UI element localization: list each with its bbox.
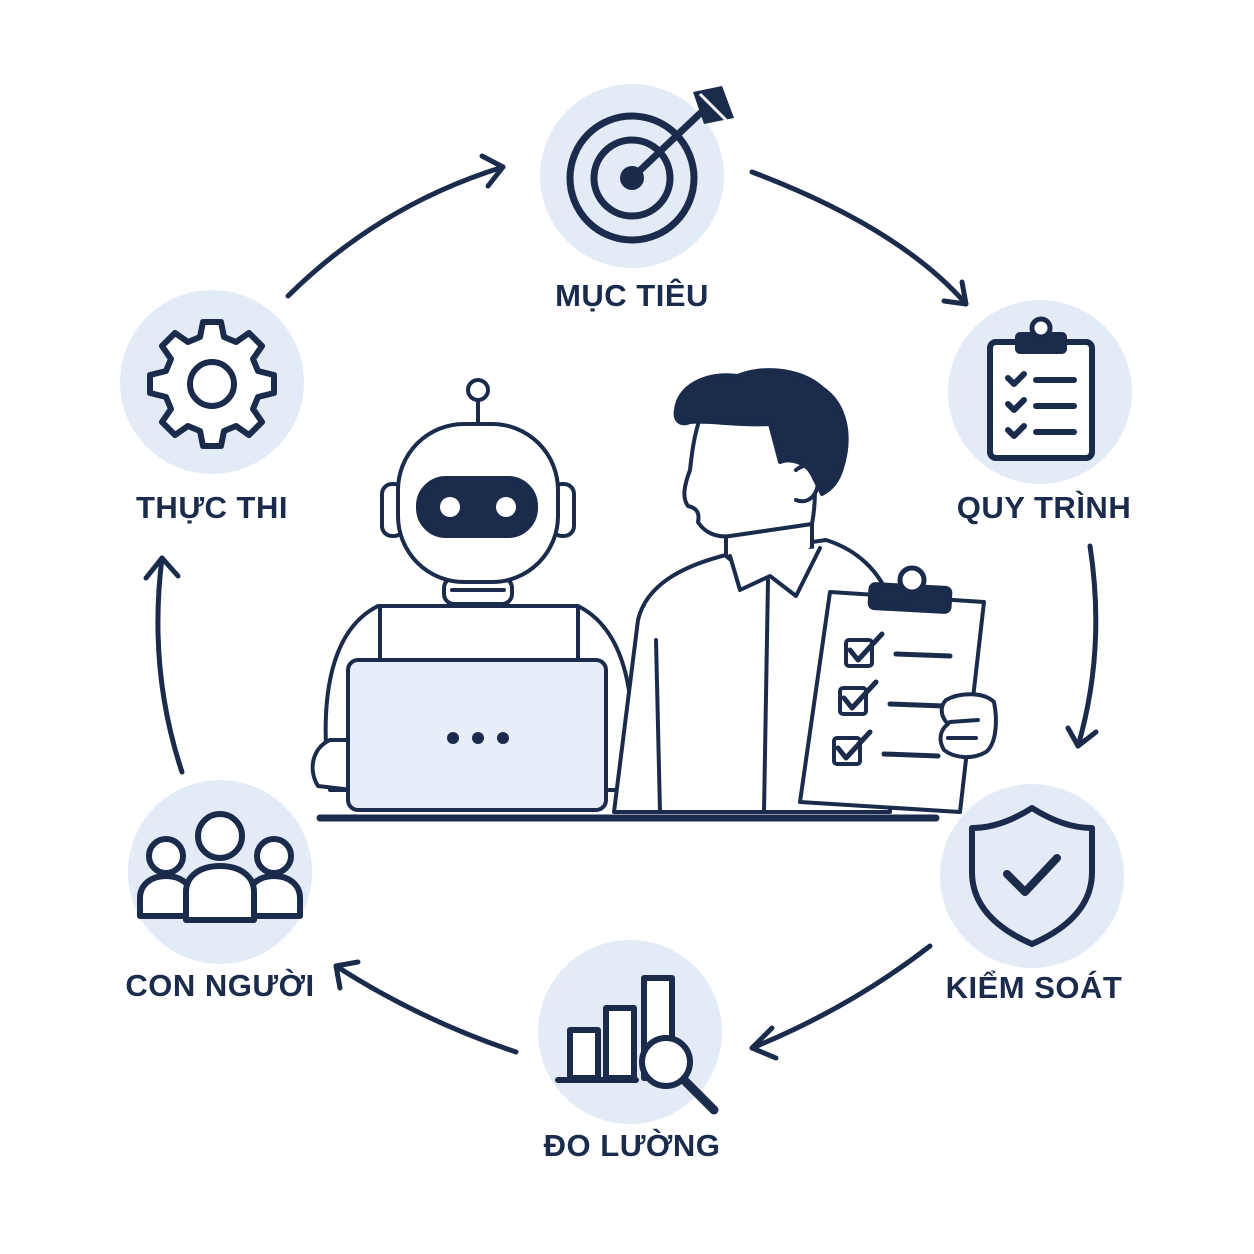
stage-con-nguoi: CON NGƯỜI	[125, 780, 314, 1003]
arrowhead-quy-trinh	[941, 279, 969, 307]
stage-label-quy-trinh: QUY TRÌNH	[957, 490, 1131, 525]
stage-quy-trinh: QUY TRÌNH	[948, 300, 1132, 525]
arrow-thuc-thi-to-muc-tieu	[285, 167, 506, 299]
arrowhead-do-luong	[749, 1025, 779, 1061]
arrow-kiem-soat-to-do-luong	[749, 943, 933, 1051]
stage-label-thuc-thi: THỰC THI	[136, 490, 288, 525]
arrowhead-kiem-soat	[1065, 725, 1099, 749]
laptop-icon	[346, 658, 608, 812]
stage-label-muc-tieu: MỤC TIÊU	[555, 277, 709, 313]
bar-chart-magnifier-icon	[555, 975, 719, 1115]
stage-muc-tieu: MỤC TIÊU	[540, 84, 734, 313]
arrow-muc-tieu-to-quy-trinh	[749, 169, 969, 307]
target-icon	[566, 86, 734, 244]
cycle-arrowheads	[143, 153, 1099, 1061]
arrowhead-thuc-thi	[143, 555, 181, 581]
stage-label-kiem-soat: KIỂM SOÁT	[946, 970, 1123, 1005]
stage-kiem-soat: KIỂM SOÁT	[940, 784, 1124, 1005]
arrow-quy-trinh-to-kiem-soat	[1075, 543, 1099, 749]
stage-label-con-nguoi: CON NGƯỜI	[125, 967, 314, 1003]
center-illustration	[310, 368, 998, 822]
shield-check-icon	[969, 805, 1095, 947]
clipboard-checklist-icon	[987, 316, 1095, 461]
stage-thuc-thi: THỰC THI	[120, 290, 304, 525]
center-clipboard	[798, 565, 998, 814]
stage-do-luong: ĐO LƯỜNG	[538, 940, 722, 1163]
people-group-icon	[137, 811, 303, 923]
arrow-do-luong-to-con-nguoi	[333, 963, 519, 1055]
arrowhead-muc-tieu	[479, 153, 506, 189]
cycle-arrows	[155, 167, 1099, 1055]
gear-icon	[147, 319, 277, 449]
arrow-con-nguoi-to-thuc-thi	[155, 555, 185, 775]
stage-label-do-luong: ĐO LƯỜNG	[544, 1127, 721, 1163]
arrowhead-con-nguoi	[333, 959, 361, 991]
